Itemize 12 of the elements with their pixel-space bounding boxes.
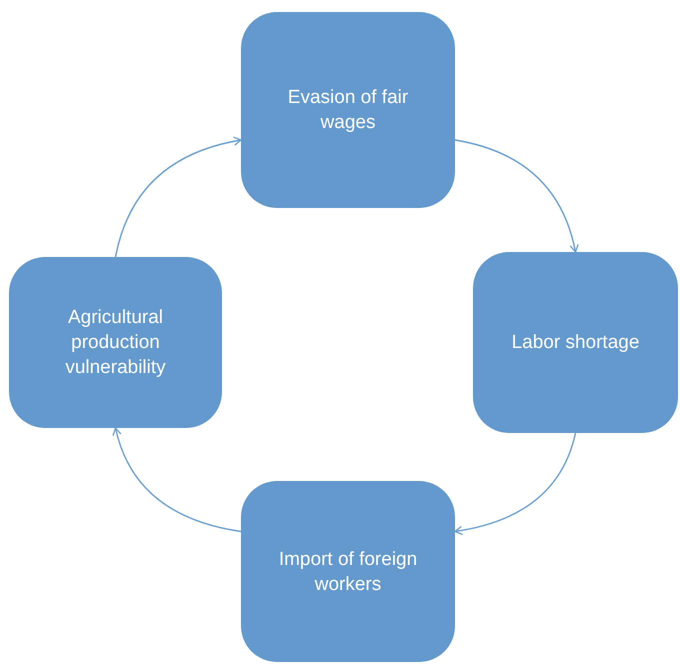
process-box: [473, 252, 678, 433]
box-label: Evasion of fair wages: [286, 86, 410, 135]
curved-arrow: [454, 432, 576, 535]
box-label: Labor shortage: [512, 331, 640, 355]
curved-arrow: [114, 136, 242, 258]
process-box: [9, 257, 222, 428]
process-box: [241, 481, 455, 662]
curved-arrow: [112, 427, 242, 532]
curved-arrow: [454, 139, 578, 253]
box-label: Agricultural production vulnerability: [64, 306, 167, 380]
box-label: Import of foreign workers: [278, 548, 418, 596]
process-box: [241, 12, 455, 208]
